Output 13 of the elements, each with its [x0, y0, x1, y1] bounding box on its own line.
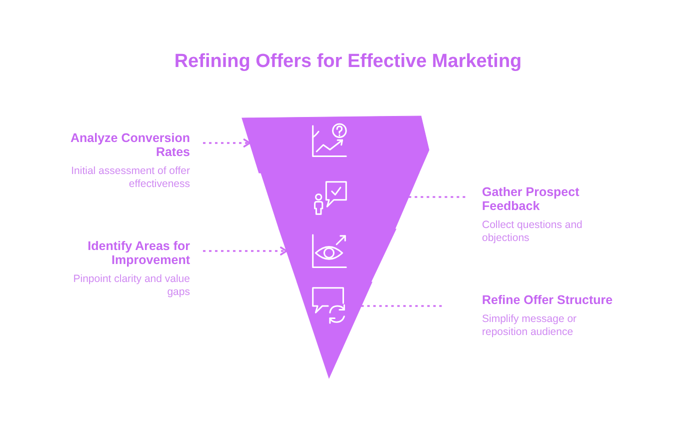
dotted-connector — [408, 196, 468, 198]
dotted-arrow — [203, 246, 288, 256]
dotted-connector — [361, 305, 445, 307]
step-description: Initial assessment of offer effectiveness — [70, 165, 190, 190]
step-description: Simplify message or reposition audience — [482, 313, 578, 338]
dotted-arrow — [203, 138, 251, 148]
step-description: Collect questions and objections — [482, 219, 584, 244]
step-title: Analyze Conversion Rates — [70, 131, 190, 159]
diagram-title: Refining Offers for Effective Marketing — [174, 51, 522, 73]
step-title: Refine Offer Structure — [482, 293, 614, 307]
step-description: Pinpoint clarity and value gaps — [72, 273, 190, 298]
step-title: Gather Prospect Feedback — [482, 185, 580, 213]
step-title: Identify Areas for Improvement — [86, 239, 190, 267]
